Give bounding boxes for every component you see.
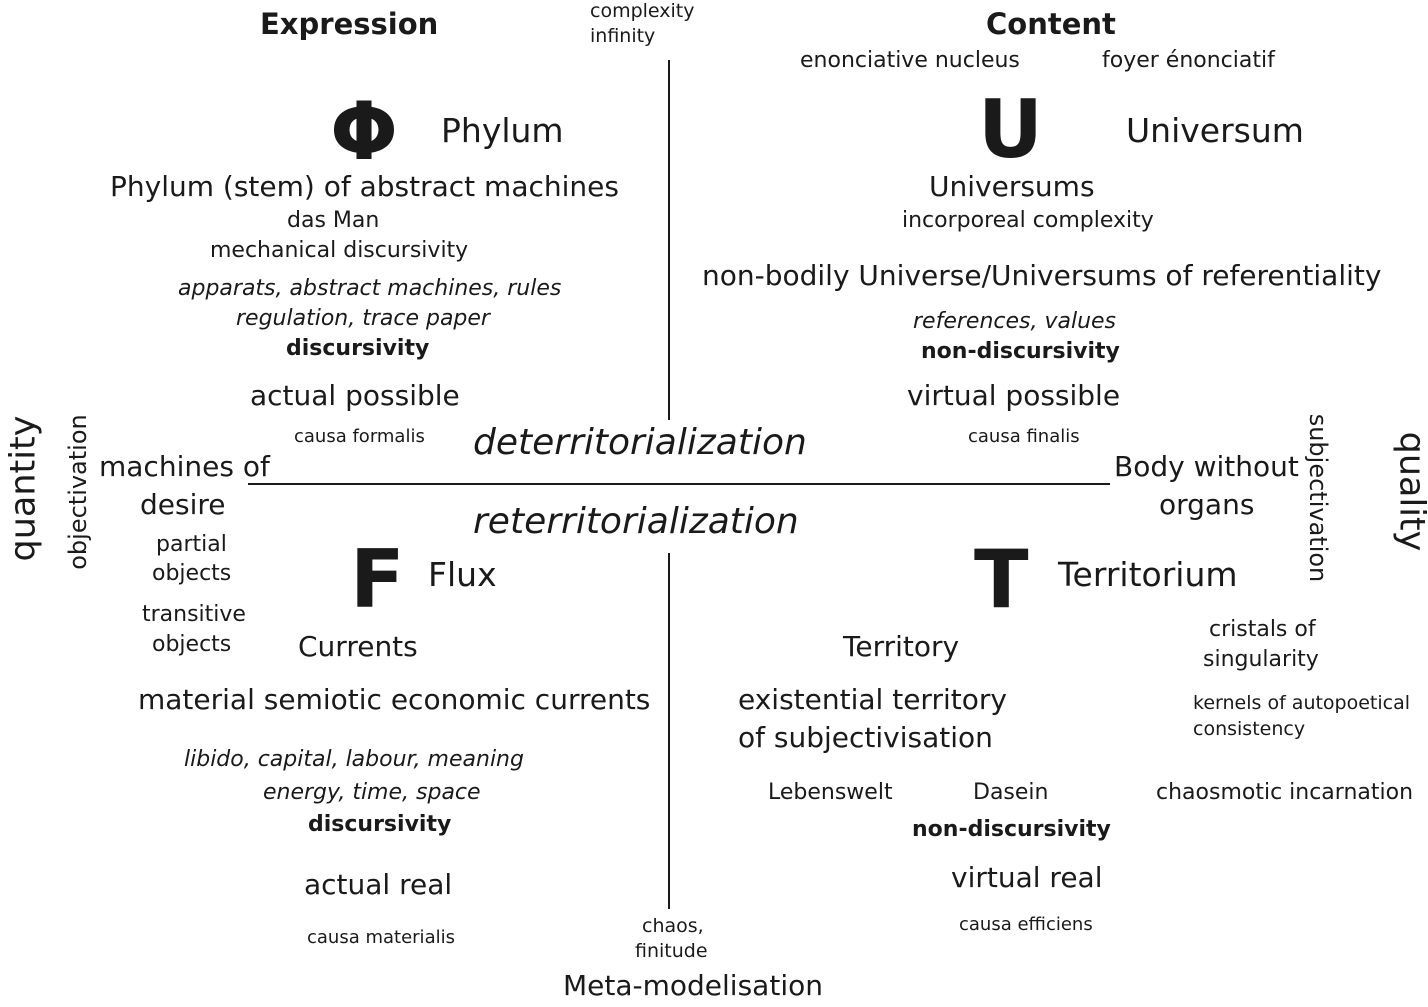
phylum-title: Phylum <box>441 111 564 150</box>
enonciative-nucleus-label: enonciative nucleus <box>800 48 1020 73</box>
dasein-label: Dasein <box>973 780 1049 805</box>
transitive-objects-line2: objects <box>152 632 232 657</box>
universum-title: Universum <box>1126 111 1304 150</box>
machines-of-desire-line2: desire <box>140 488 226 521</box>
actual-real-label: actual real <box>304 868 453 901</box>
causa-materialis-label: causa materialis <box>307 927 455 948</box>
territorium-non-discursivity: non-discursivity <box>912 817 1111 842</box>
vertical-axis-top <box>668 60 670 420</box>
meta-modelisation-label: Meta-modelisation <box>563 969 823 1002</box>
chaos-label: chaos, <box>642 915 704 937</box>
infinity-label: infinity <box>590 25 656 47</box>
material-currents-label: material semiotic economic currents <box>138 683 651 716</box>
flux-title: Flux <box>428 555 497 594</box>
phylum-discursivity: discursivity <box>286 336 430 361</box>
expression-heading: Expression <box>260 7 439 41</box>
flux-italic-line2: energy, time, space <box>263 780 481 805</box>
transitive-objects-line1: transitive <box>142 602 246 627</box>
reterritorialization-label: reterritorialization <box>473 501 799 542</box>
quantity-label: quantity <box>3 415 44 562</box>
actual-possible-label: actual possible <box>250 379 460 412</box>
causa-efficiens-label: causa efficiens <box>959 914 1093 935</box>
flux-italic-line1: libido, capital, labour, meaning <box>184 747 524 772</box>
das-man-label: das Man <box>287 208 380 233</box>
kernels-line1: kernels of autopoetical <box>1193 692 1411 714</box>
quality-label: quality <box>1391 431 1428 552</box>
references-values-label: references, values <box>913 309 1117 334</box>
currents-heading: Currents <box>298 630 418 663</box>
mechanical-discursivity-label: mechanical discursivity <box>210 238 469 263</box>
vertical-axis-bottom <box>668 553 670 909</box>
kernels-line2: consistency <box>1193 718 1306 740</box>
f-symbol: F <box>350 533 405 626</box>
body-without-organs-line2: organs <box>1159 488 1255 521</box>
universums-heading: Universums <box>929 170 1095 203</box>
incorporeal-complexity-label: incorporeal complexity <box>902 208 1154 233</box>
cristals-of-singularity-line1: cristals of <box>1209 617 1316 642</box>
cristals-of-singularity-line2: singularity <box>1203 647 1319 672</box>
causa-formalis-label: causa formalis <box>294 426 425 447</box>
phi-symbol: Φ <box>330 85 399 178</box>
virtual-possible-label: virtual possible <box>907 379 1121 412</box>
u-symbol: U <box>978 83 1043 176</box>
existential-territory-line1: existential territory <box>738 683 1007 716</box>
content-heading: Content <box>986 7 1116 41</box>
lebenswelt-label: Lebenswelt <box>768 780 893 805</box>
body-without-organs-line1: Body without <box>1114 450 1299 483</box>
deterritorialization-label: deterritorialization <box>473 422 807 463</box>
phylum-italic-line1: apparats, abstract machines, rules <box>178 276 562 301</box>
t-symbol: T <box>974 533 1029 626</box>
flux-discursivity: discursivity <box>308 812 452 837</box>
universum-non-discursivity: non-discursivity <box>921 339 1120 364</box>
finitude-label: finitude <box>635 940 708 962</box>
non-bodily-universe-label: non-bodily Universe/Universums of refere… <box>702 259 1382 292</box>
foyer-enonciatif-label: foyer énonciatif <box>1102 48 1275 73</box>
partial-objects-line1: partial <box>156 532 227 557</box>
territory-heading: Territory <box>843 630 960 663</box>
horizontal-axis <box>248 483 1110 485</box>
territorium-title: Territorium <box>1058 555 1238 594</box>
machines-of-desire-line1: machines of <box>99 450 270 483</box>
partial-objects-line2: objects <box>152 561 232 586</box>
subjectivation-label: subjectivation <box>1304 413 1332 583</box>
phylum-heading: Phylum (stem) of abstract machines <box>110 170 619 203</box>
existential-territory-line2: of subjectivisation <box>738 721 993 754</box>
virtual-real-label: virtual real <box>951 861 1103 894</box>
phylum-italic-line2: regulation, trace paper <box>236 306 490 331</box>
complexity-label: complexity <box>590 0 695 22</box>
objectivation-label: objectivation <box>64 414 92 570</box>
causa-finalis-label: causa finalis <box>968 426 1080 447</box>
chaosmotic-incarnation-label: chaosmotic incarnation <box>1156 780 1414 805</box>
